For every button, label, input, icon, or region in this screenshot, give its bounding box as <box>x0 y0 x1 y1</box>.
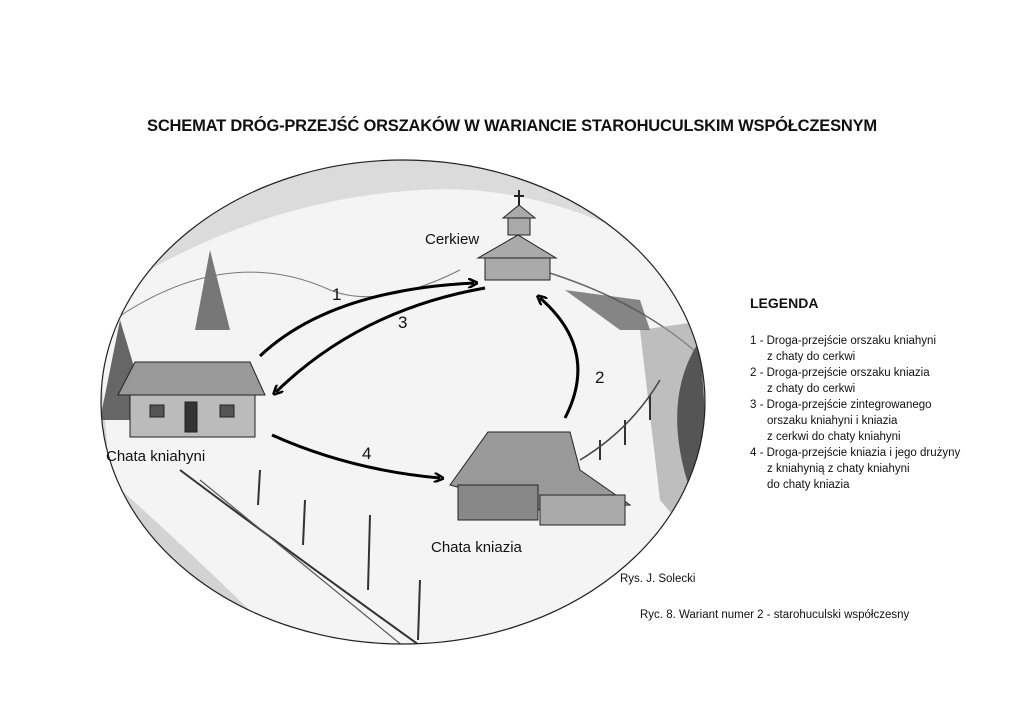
scene-border <box>100 159 706 645</box>
legend-line: 2 - Droga-przejście orszaku kniazia <box>750 367 930 379</box>
legend-heading: LEGENDA <box>750 295 819 311</box>
label-groom-house: Chata kniazia <box>431 539 522 556</box>
figure-caption: Ryc. 8. Wariant numer 2 - starohuculski … <box>640 609 910 621</box>
legend-line: z kniahynią z chaty kniahyni <box>767 463 910 475</box>
legend-line: 1 - Droga-przejście orszaku kniahyni <box>750 335 936 347</box>
church-drawing <box>476 190 558 281</box>
legend-line: 3 - Droga-przejście zintegrowanego <box>750 399 932 411</box>
bride-house-drawing <box>117 361 266 438</box>
label-church: Cerkiew <box>425 231 480 248</box>
route-1-arrow <box>258 283 474 358</box>
label-bride-house: Chata kniahyni <box>106 448 206 465</box>
route-3-arrow <box>276 286 486 392</box>
route-2-number: 2 <box>595 368 605 387</box>
legend-line: z chaty do cerkwi <box>767 351 856 363</box>
legend-line: orszaku kniahyni i kniazia <box>767 415 898 427</box>
route-1-number: 1 <box>332 285 342 304</box>
legend-item-1: 1 - Droga-przejście orszaku kniahyni z c… <box>750 333 960 365</box>
groom-house-drawing <box>449 431 632 526</box>
legend-line: do chaty kniazia <box>767 479 850 491</box>
legend-item-2: 2 - Droga-przejście orszaku kniazia z ch… <box>750 365 960 397</box>
sketch-scene <box>101 160 705 644</box>
route-2-arrow <box>540 298 580 419</box>
legend-line: z chaty do cerkwi <box>767 383 856 395</box>
route-4-number: 4 <box>362 444 372 463</box>
route-4-arrow <box>271 433 440 478</box>
author-credit: Rys. J. Solecki <box>620 573 696 585</box>
legend-item-3: 3 - Droga-przejście zintegrowanego orsza… <box>750 397 960 445</box>
route-3-number: 3 <box>398 313 408 332</box>
legend-line: 4 - Droga-przejście kniazia i jego druży… <box>750 447 961 459</box>
legend-item-4: 4 - Droga-przejście kniazia i jego druży… <box>750 445 960 493</box>
legend: LEGENDA 1 - Droga-przejście orszaku knia… <box>750 295 960 493</box>
diagram-title: SCHEMAT DRÓG-PRZEJŚĆ ORSZAKÓW W WARIANCI… <box>147 117 877 135</box>
legend-line: z cerkwi do chaty kniahyni <box>767 431 901 443</box>
